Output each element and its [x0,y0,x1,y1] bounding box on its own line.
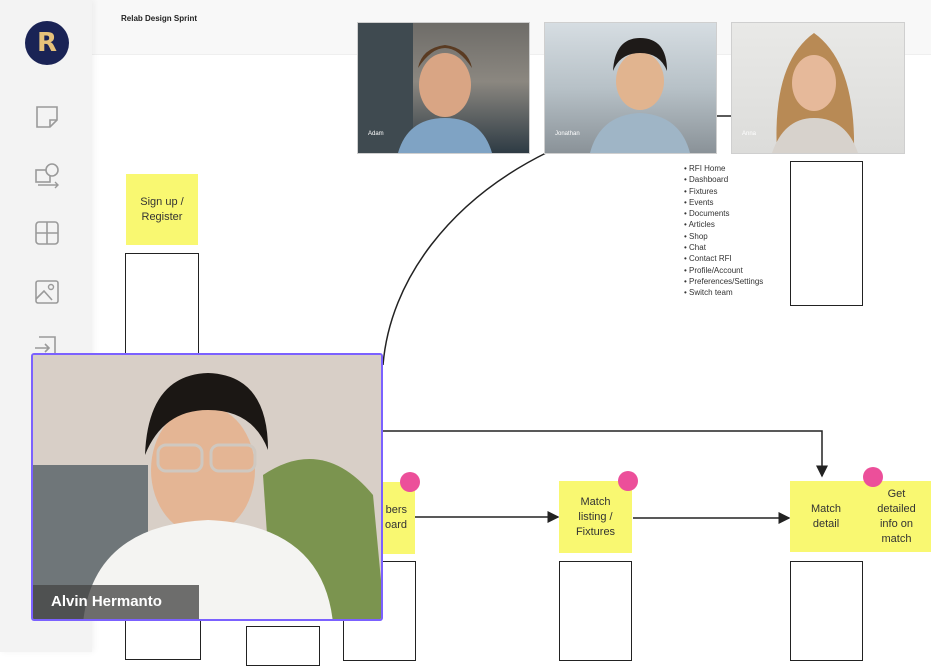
screen-frame-match-detail[interactable] [790,561,863,661]
sticky-match-listing[interactable]: Match listing / Fixtures [559,481,632,553]
speaker-name: Alvin Hermanto [51,593,162,610]
sticky-note-icon[interactable] [33,103,61,131]
screen-frame-dashboard[interactable] [790,161,863,306]
sticky-match-detail[interactable]: Match detail [790,481,862,552]
shapes-icon[interactable] [33,161,61,189]
sticky-get-detailed-info[interactable]: Get detailed info on match [862,481,931,552]
list-item: Preferences/Settings [684,276,763,287]
speaker-name-box: Alvin Hermanto [33,585,199,619]
app-logo[interactable]: R [25,21,69,65]
comment-dot[interactable] [863,467,883,487]
table-icon[interactable] [33,219,61,247]
participant-avatar [358,23,492,153]
list-item: Switch team [684,287,763,298]
screen-frame-bottom[interactable] [246,626,320,666]
speaker-avatar [33,355,381,619]
list-item: Events [684,197,763,208]
comment-dot[interactable] [400,472,420,492]
board-title: Relab Design Sprint [121,14,198,23]
participant-video-anna[interactable]: Anna [731,22,905,154]
participant-avatar [590,38,690,153]
participant-video-adam[interactable]: Adam [357,22,530,154]
list-item: Contact RFI [684,253,763,264]
list-item: Documents [684,208,763,219]
participant-avatar [772,33,858,153]
list-item: Dashboard [684,174,763,185]
screen-frame-match-listing[interactable] [559,561,632,661]
comment-dot[interactable] [618,471,638,491]
sticky-signup[interactable]: Sign up / Register [126,174,198,245]
list-item: Fixtures [684,186,763,197]
screen-frame-signup[interactable] [125,253,199,363]
active-speaker-video[interactable]: Alvin Hermanto [31,353,383,621]
list-item: Profile/Account [684,265,763,276]
list-item: RFI Home [684,163,763,174]
image-icon[interactable] [33,278,61,306]
list-item: Articles [684,219,763,230]
connectors [382,115,828,524]
participant-name: Anna [742,131,757,137]
top-connector [383,430,828,478]
participant-name: Adam [368,131,384,137]
nav-menu-list: RFI Home Dashboard Fixtures Events Docum… [684,163,764,299]
list-item: Chat [684,242,763,253]
curve-connector [382,151,549,366]
participant-video-jonathan[interactable]: Jonathan [544,22,717,154]
logo-letter: R [36,28,58,58]
participant-name: Jonathan [555,131,580,137]
list-item: Shop [684,231,763,242]
